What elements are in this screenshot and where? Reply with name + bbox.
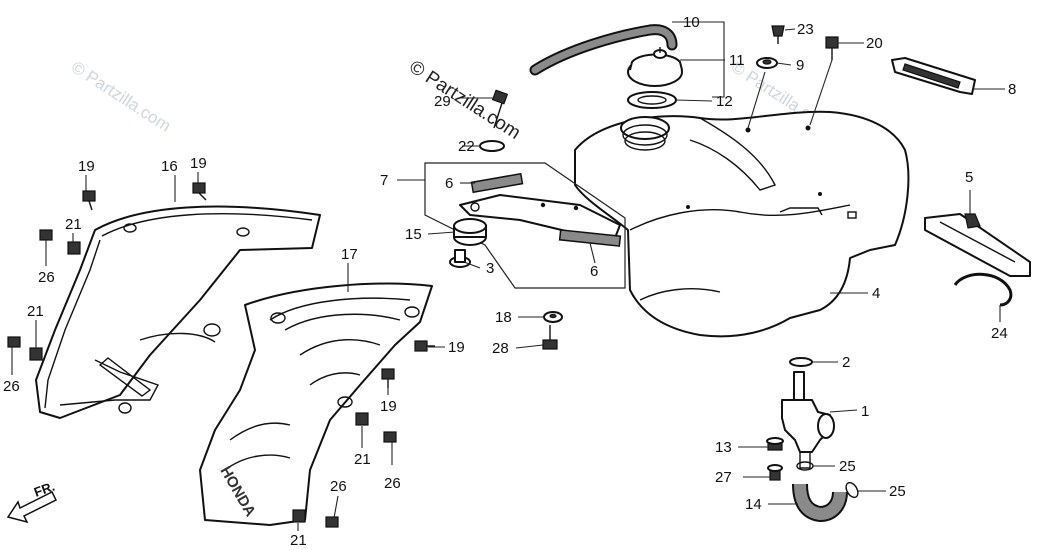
- callout-4: 4: [872, 285, 880, 302]
- bracket-5: [924, 213, 1031, 277]
- clip-24: [953, 272, 1013, 307]
- callout-28: 28: [492, 340, 509, 357]
- callout-14: 14: [745, 496, 762, 513]
- callout-23: 23: [797, 21, 814, 38]
- fuel-tank: [574, 110, 910, 338]
- callout-6-top: 6: [445, 175, 453, 192]
- watermark-text: © Partzilla.com: [68, 57, 174, 135]
- breather-tube: [529, 24, 678, 76]
- bolt-26b: [7, 336, 21, 348]
- callout-15: 15: [405, 226, 422, 243]
- washer-2: [789, 357, 813, 367]
- bolt-26d: [325, 516, 339, 528]
- bolt-19a: [82, 190, 96, 211]
- callout-10: 10: [683, 14, 700, 31]
- callout-labels: 1 2 3 4 5 6 6 7 8 9 10 11 12 13 14 15 16…: [3, 14, 1016, 549]
- shroud-17: HONDA: [199, 282, 433, 526]
- callout-20: 20: [866, 35, 883, 52]
- callout-8: 8: [1008, 81, 1016, 98]
- callout-12: 12: [716, 93, 733, 110]
- callout-19-a: 19: [78, 158, 95, 175]
- fuel-cock: [781, 371, 835, 469]
- callout-5: 5: [965, 169, 973, 186]
- washer-22: [479, 140, 505, 152]
- callout-9: 9: [796, 57, 804, 74]
- callout-22: 22: [458, 138, 475, 155]
- direction-label: FR.: [32, 479, 57, 500]
- callout-11: 11: [729, 52, 745, 69]
- bracket-8: [891, 57, 976, 95]
- callout-19-b: 19: [190, 155, 207, 172]
- filler-cap: [627, 47, 683, 87]
- fuel-hose-14: [792, 483, 848, 523]
- leader-lines: [11, 21, 1005, 531]
- callout-25-a: 25: [839, 458, 856, 475]
- callout-19-d: 19: [380, 398, 397, 415]
- washer-18: [543, 311, 563, 323]
- callout-29: 29: [434, 93, 451, 110]
- nut-21b: [29, 347, 43, 361]
- mount-group-7: [424, 162, 626, 289]
- callout-21-a: 21: [65, 216, 82, 233]
- copyright-text: © Partzilla.com: [405, 57, 524, 144]
- callout-21-c: 21: [354, 451, 371, 468]
- cap-gasket: [627, 91, 677, 109]
- shroud-16: [35, 205, 321, 419]
- nut-21d: [292, 509, 306, 523]
- callout-2: 2: [842, 354, 850, 371]
- callout-1: 1: [861, 403, 869, 420]
- callout-7: 7: [380, 172, 388, 189]
- callout-13: 13: [715, 439, 732, 456]
- washer-9: [756, 57, 778, 69]
- callout-21-d: 21: [290, 532, 307, 549]
- callout-26-b: 26: [3, 378, 20, 395]
- callout-19-c: 19: [448, 339, 465, 356]
- bolt-13: [766, 437, 784, 451]
- screw-27: [767, 464, 783, 481]
- nut-21c: [355, 412, 369, 426]
- bolt-19c: [414, 340, 435, 352]
- bolt-26a: [39, 229, 53, 241]
- callout-26-c: 26: [384, 475, 401, 492]
- callout-26-a: 26: [38, 269, 55, 286]
- bolt-28: [542, 325, 558, 350]
- callout-16: 16: [161, 158, 178, 175]
- bolt-23: [771, 25, 785, 44]
- callout-26-d: 26: [330, 478, 347, 495]
- callout-27: 27: [715, 469, 732, 486]
- callout-24: 24: [991, 325, 1008, 342]
- callout-21-b: 21: [27, 303, 44, 320]
- callout-17: 17: [341, 246, 358, 263]
- bolt-26c: [383, 431, 397, 443]
- bolt-20: [825, 36, 839, 60]
- callout-3: 3: [486, 260, 494, 277]
- bolt-29: [491, 89, 509, 129]
- nut-21a: [67, 241, 81, 255]
- callout-6-bottom: 6: [590, 263, 598, 280]
- bolt-19b: [192, 182, 207, 201]
- callout-18: 18: [495, 309, 512, 326]
- front-direction-arrow: FR.: [6, 479, 58, 524]
- callout-25-b: 25: [889, 483, 906, 500]
